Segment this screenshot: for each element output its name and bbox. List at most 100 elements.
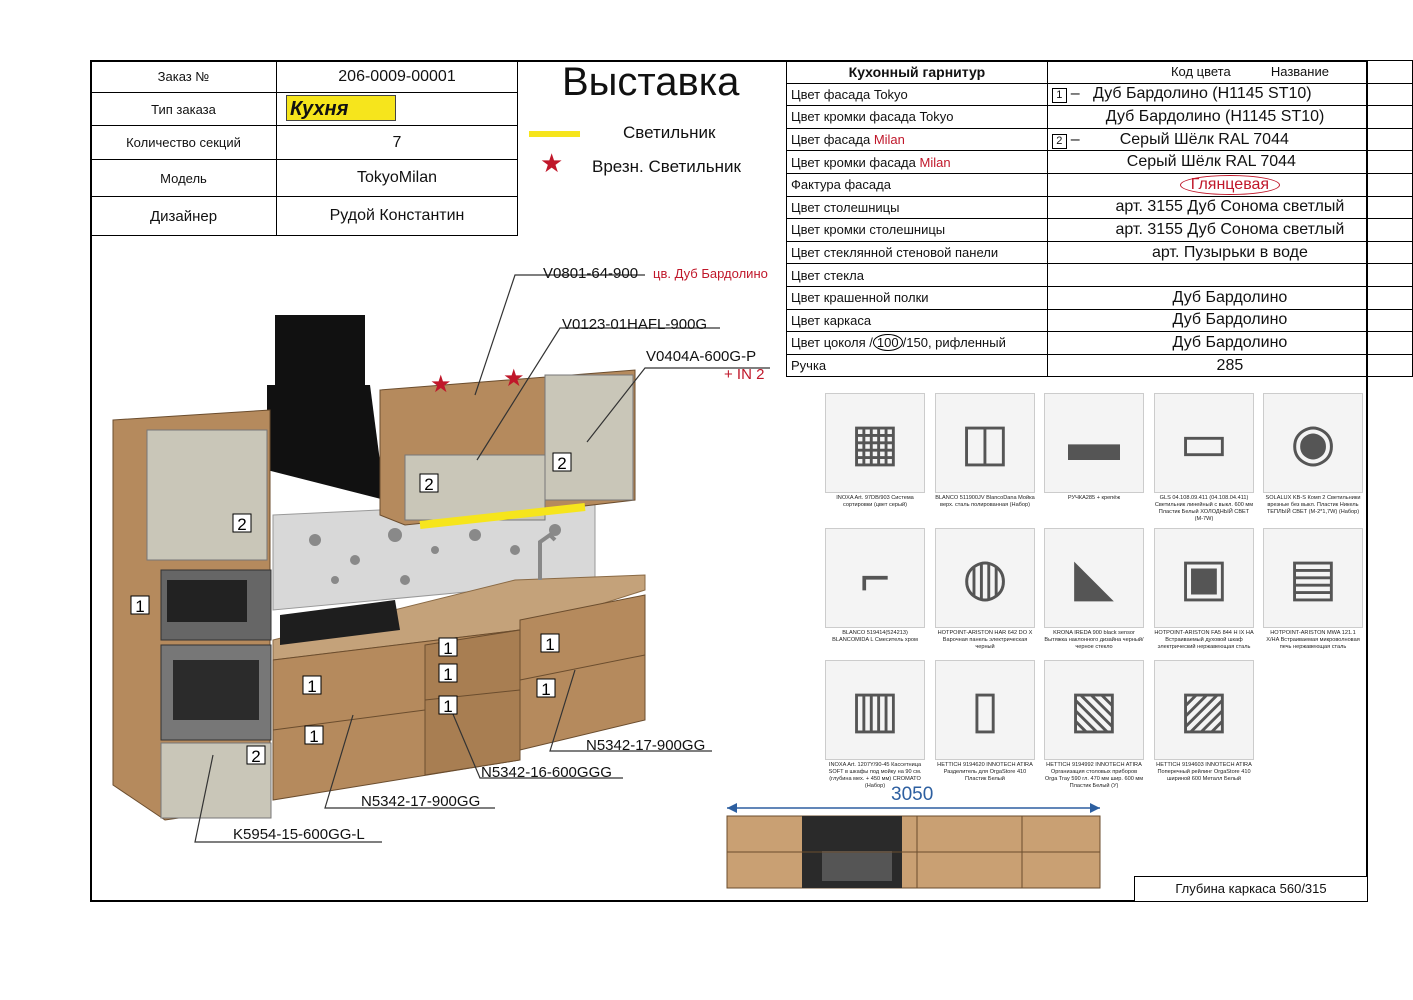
order-label: Заказ № xyxy=(90,60,277,93)
section-mark: 1 xyxy=(443,665,452,684)
spec-row-value: 285 xyxy=(1046,353,1413,378)
product-card: ⌐ BLANCO 519414(524213) BLANCOMIDA L Смес… xyxy=(825,528,925,644)
product-caption: BLANCO 519414(524213) BLANCOMIDA L Смеси… xyxy=(832,630,918,643)
wall-cabinet-door-right xyxy=(544,374,634,501)
spec-row-label: Ручка xyxy=(786,353,1048,378)
kitchen-drawing: ★ ★ 2 1 2 2 1 1 1 1 1 1 1 2 xyxy=(112,274,770,843)
cutlery-tray-icon: ▧ xyxy=(1044,660,1144,760)
spec-row-label: Цвет каркаса xyxy=(786,308,1048,333)
product-card: ▣HOTPOINT-ARISTON FA5 844 H IX HA Встраи… xyxy=(1154,528,1254,651)
plan-view xyxy=(726,803,1101,889)
light-legend-label: Светильник xyxy=(623,123,716,142)
order-type-value: Кухня xyxy=(286,95,396,121)
spec-row-value: Серый Шёлк RAL 7044 xyxy=(1119,130,1289,148)
product-card: ▯HETTICH 9194620 INNOTECH ATIRA Разделит… xyxy=(935,660,1035,783)
part-code-note: цв. Дуб Бардолино xyxy=(653,266,768,281)
spec-row-label: Цвет фасада xyxy=(791,132,874,148)
spec-row-value xyxy=(1046,263,1413,287)
spec-row-label: Цвет стеклянной стеновой панели xyxy=(786,240,1048,265)
recessed-light-legend-label: Врезн. Светильник xyxy=(592,157,741,176)
product-card: ◫BLANCO 511900JV BlancoDana Мойка верх. … xyxy=(935,393,1035,509)
section-mark: 1 xyxy=(309,727,318,746)
part-code: V0404A-600G-P xyxy=(646,348,757,365)
spec-row-value: Дуб Бардолино xyxy=(1046,285,1413,310)
spec-row-value: Дуб Бардолино (H1145 ST10) xyxy=(1093,85,1312,103)
section-mark: 1 xyxy=(545,635,554,654)
product-card: ▭GLS 04.108.09.411 (04.108.04.411) Свети… xyxy=(1154,393,1254,523)
plinth-option: 150, рифленный xyxy=(906,335,1006,351)
section-mark: 1 xyxy=(443,639,452,658)
page-title: Выставка xyxy=(562,60,740,104)
faucet-icon xyxy=(538,532,557,580)
spec-row-value: арт. Пузырьки в воде xyxy=(1046,240,1413,265)
spec-row-label-accent: Tokyo xyxy=(873,86,908,102)
color-code-box: 1 xyxy=(1051,88,1067,104)
part-code: N5342-17-900GG xyxy=(586,737,706,754)
sections-label: Количество секций xyxy=(90,125,277,160)
product-card: ▦INOXA Art. 97DB/903 Система сортировки … xyxy=(825,393,925,509)
order-type-label: Тип заказа xyxy=(90,92,277,126)
spec-row-label: Цвет стекла xyxy=(786,263,1048,287)
order-number: 206-0009-00001 xyxy=(276,60,518,93)
tall-cabinet-door xyxy=(146,429,268,561)
spec-row-label-accent: Milan xyxy=(919,154,951,170)
spec-row-label: Цвет кромки столешницы xyxy=(786,218,1048,242)
model-label: Модель xyxy=(90,159,277,197)
spec-header-name: Название xyxy=(1270,64,1329,80)
color-code-box: 2 xyxy=(1051,133,1067,149)
handle-icon: ▬ xyxy=(1044,393,1144,493)
section-mark: 1 xyxy=(443,697,452,716)
basket-icon: ▥ xyxy=(825,660,925,760)
spec-row-label: Цвет цоколя xyxy=(791,335,870,351)
part-code: K5954-15-600GG-L xyxy=(233,826,365,843)
product-card: ▤HOTPOINT-ARISTON MWA 121.1 X/HA Встраив… xyxy=(1263,528,1363,651)
spec-row-label: Цвет фасада xyxy=(791,86,874,102)
product-caption: HOTPOINT-ARISTON FA5 844 H IX HA Встраив… xyxy=(1154,630,1254,650)
product-caption: HETTICH 9194620 INNOTECH ATIRA Разделите… xyxy=(937,762,1033,782)
product-caption: РУЧКА285 + крепёж xyxy=(1067,495,1121,501)
sorting-bins-icon: ▦ xyxy=(825,393,925,493)
product-card: ◉SOLALUX KB-S Комп 2 Светильники врезные… xyxy=(1263,393,1363,516)
faucet-icon: ⌐ xyxy=(825,528,925,628)
spec-row-label: Цвет крашенной полки xyxy=(786,285,1048,310)
designer-label: Дизайнер xyxy=(90,196,277,236)
section-mark: 2 xyxy=(557,454,566,473)
spec-row-value: Дуб Бардолино (H1145 ST10) xyxy=(1046,105,1413,129)
hood-icon: ◣ xyxy=(1044,528,1144,628)
product-caption: GLS 04.108.09.411 (04.108.04.411) Светил… xyxy=(1154,495,1254,522)
hob-icon xyxy=(280,600,400,645)
spec-header-title: Кухонный гарнитур xyxy=(786,60,1048,84)
spec-row-label-accent: Milan xyxy=(873,132,905,148)
spec-row-label: Цвет столешницы xyxy=(786,195,1048,220)
star-icon: ★ xyxy=(430,371,452,398)
section-mark: 1 xyxy=(307,677,316,696)
hob-icon: ◍ xyxy=(935,528,1035,628)
width-dimension: 3050 xyxy=(891,784,934,805)
spec-row-value: арт. 3155 Дуб Сонома светлый xyxy=(1046,195,1413,220)
depth-label: Глубина каркаса 560/315 xyxy=(1134,876,1368,902)
plinth-option-selected: 100 xyxy=(872,334,903,352)
product-card: ▨HETTICH 9194603 INNOTECH ATIRA Поперечн… xyxy=(1154,660,1254,783)
product-caption: BLANCO 511900JV BlancoDana Мойка верх. с… xyxy=(935,495,1035,508)
section-mark: 2 xyxy=(424,475,433,494)
product-caption: HETTICH 9194992 INNOTECH ATIRA Организац… xyxy=(1044,762,1144,789)
model-value: TokyoMilan xyxy=(276,159,518,197)
star-icon: ★ xyxy=(540,148,564,178)
product-caption: HETTICH 9194603 INNOTECH ATIRA Поперечны… xyxy=(1156,762,1252,782)
part-code-note: + IN 2 xyxy=(724,366,765,383)
product-card: ▬ РУЧКА285 + крепёж xyxy=(1044,393,1144,502)
spec-row-label: Фактура фасада xyxy=(786,172,1048,197)
product-caption: INOXA Art. 1207Y/90-45 Кассетница SOFT в… xyxy=(828,762,922,789)
product-caption: HOTPOINT-ARISTON MWA 121.1 X/HA Встраива… xyxy=(1266,630,1360,650)
section-mark: 2 xyxy=(251,747,260,766)
light-legend-swatch xyxy=(529,131,580,137)
part-code: V0801-64-900 xyxy=(543,265,639,282)
hood-chimney xyxy=(275,315,365,385)
hood-icon xyxy=(267,385,385,500)
spec-row-label: Цвет кромки фасада xyxy=(791,154,920,170)
star-icon: ★ xyxy=(503,365,525,392)
product-card: ▧HETTICH 9194992 INNOTECH ATIRA Организа… xyxy=(1044,660,1144,790)
microwave-icon: ▤ xyxy=(1263,528,1363,628)
